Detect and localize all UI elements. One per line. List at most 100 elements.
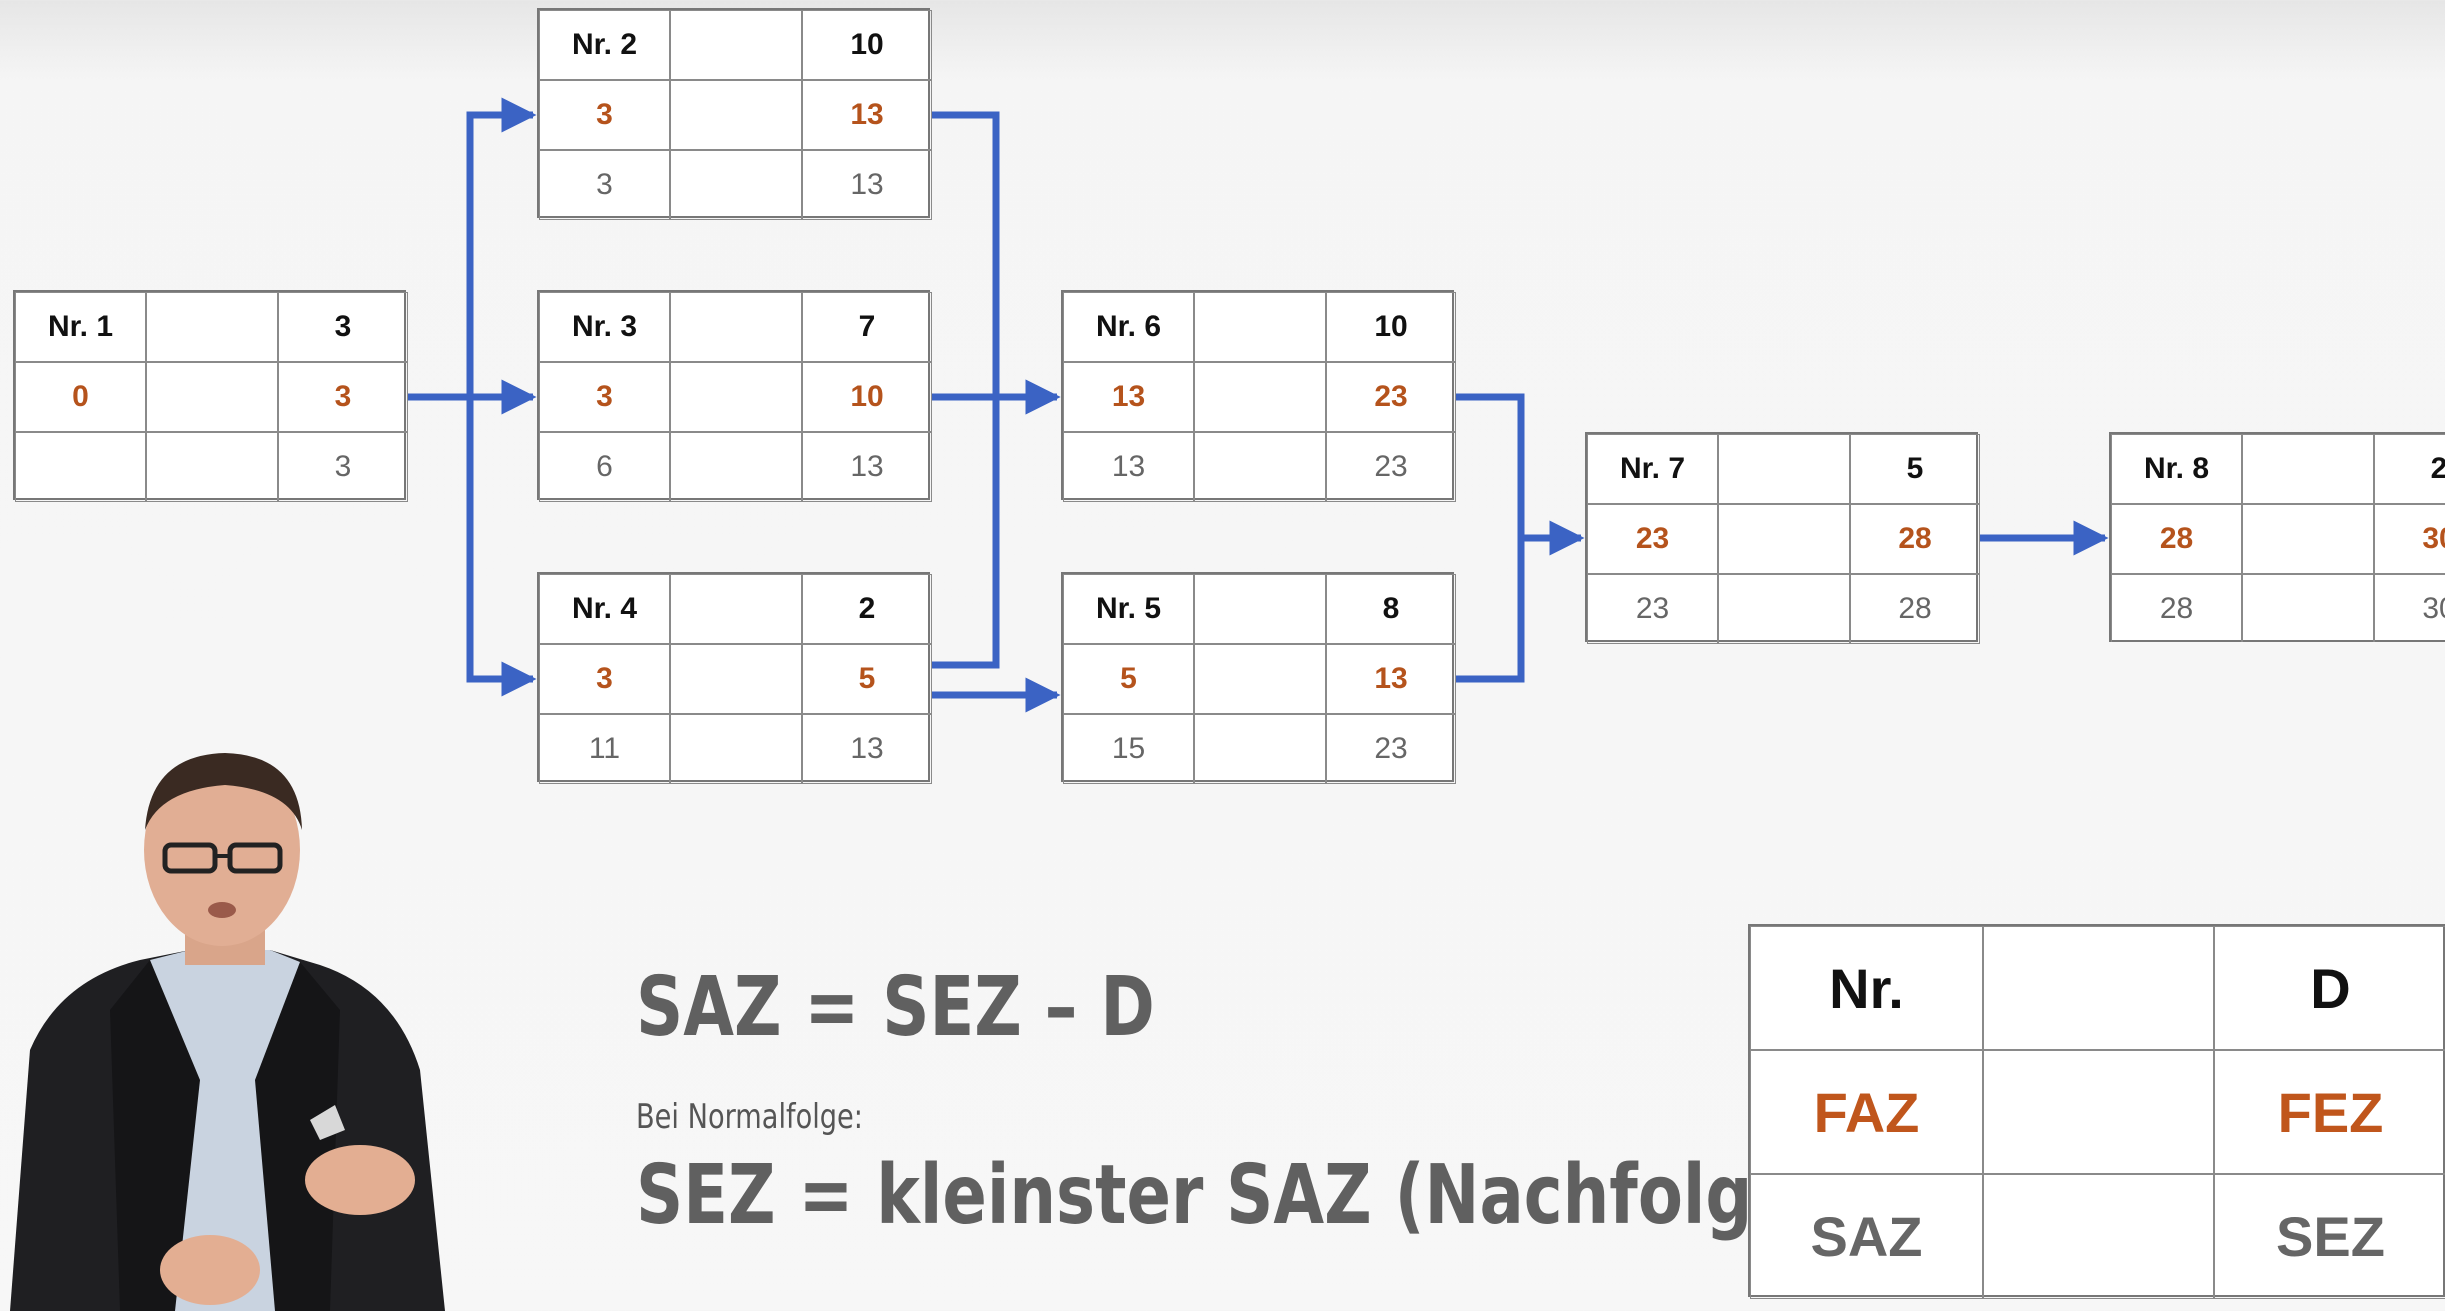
node-empty <box>1718 504 1850 574</box>
edge-4-6 <box>932 397 1000 669</box>
node-sez: 13 <box>802 714 932 784</box>
node-empty <box>146 362 278 432</box>
node-saz: 6 <box>539 432 670 502</box>
node-2: Nr. 2 10 3 13 3 13 <box>537 8 932 220</box>
node-sez: 13 <box>802 432 932 502</box>
node-1: Nr. 1 3 0 3 3 <box>13 290 408 502</box>
node-name <box>1718 434 1850 504</box>
node-duration: 2 <box>802 574 932 644</box>
node-empty <box>670 80 802 150</box>
node-duration: 2 <box>2374 434 2445 504</box>
node-name <box>670 574 802 644</box>
legend-fez: FEZ <box>2214 1050 2445 1174</box>
node-sez: 23 <box>1326 714 1456 784</box>
node-saz: 23 <box>1587 574 1718 644</box>
node-fez: 13 <box>1326 644 1456 714</box>
node-faz: 3 <box>539 644 670 714</box>
node-nr: Nr. 8 <box>2111 434 2242 504</box>
node-fez: 5 <box>802 644 932 714</box>
edge-1-4 <box>466 397 537 697</box>
node-empty <box>1194 714 1326 784</box>
node-duration: 3 <box>278 292 408 362</box>
node-saz: 11 <box>539 714 670 784</box>
node-saz <box>15 432 146 502</box>
edge-5-7 <box>1456 538 1525 683</box>
node-duration: 10 <box>802 10 932 80</box>
node-nr: Nr. 6 <box>1063 292 1194 362</box>
node-name <box>1194 292 1326 362</box>
node-5: Nr. 5 8 5 13 15 23 <box>1061 572 1456 784</box>
node-name <box>2242 434 2374 504</box>
legend-nr: Nr. <box>1750 926 1983 1050</box>
node-empty <box>670 714 802 784</box>
node-duration: 5 <box>1850 434 1980 504</box>
node-fez: 28 <box>1850 504 1980 574</box>
node-faz: 3 <box>539 362 670 432</box>
node-saz: 15 <box>1063 714 1194 784</box>
node-empty <box>1194 432 1326 502</box>
node-nr: Nr. 4 <box>539 574 670 644</box>
node-fez: 23 <box>1326 362 1456 432</box>
node-empty <box>2242 574 2374 642</box>
node-sez: 3 <box>278 432 408 502</box>
node-saz: 13 <box>1063 432 1194 502</box>
node-sez: 30 <box>2374 574 2445 642</box>
node-4: Nr. 4 2 3 5 11 13 <box>537 572 932 784</box>
node-nr: Nr. 2 <box>539 10 670 80</box>
node-empty <box>2242 504 2374 574</box>
node-faz: 23 <box>1587 504 1718 574</box>
node-name <box>670 10 802 80</box>
node-saz: 28 <box>2111 574 2242 642</box>
node-empty <box>1194 644 1326 714</box>
legend-sez: SEZ <box>2214 1174 2445 1299</box>
node-fez: 13 <box>802 80 932 150</box>
node-6: Nr. 6 10 13 23 13 23 <box>1061 290 1456 502</box>
node-nr: Nr. 3 <box>539 292 670 362</box>
node-faz: 5 <box>1063 644 1194 714</box>
node-8-clip: Nr. 8 2 28 30 28 30 <box>2109 432 2445 642</box>
node-fez: 3 <box>278 362 408 432</box>
node-duration: 7 <box>802 292 932 362</box>
node-empty <box>1194 362 1326 432</box>
edge-2-6 <box>932 111 1061 415</box>
node-nr: Nr. 5 <box>1063 574 1194 644</box>
node-empty <box>670 432 802 502</box>
presenter-image <box>10 753 445 1311</box>
node-name <box>670 292 802 362</box>
node-8: Nr. 8 2 28 30 28 30 <box>2109 432 2445 642</box>
node-name <box>146 292 278 362</box>
node-saz: 3 <box>539 150 670 220</box>
legend-empty <box>1983 926 2214 1050</box>
node-empty <box>1718 574 1850 644</box>
node-7: Nr. 7 5 23 28 23 28 <box>1585 432 1980 644</box>
node-faz: 28 <box>2111 504 2242 574</box>
node-sez: 28 <box>1850 574 1980 644</box>
formula-saz: SAZ = SEZ – D <box>636 960 1155 1055</box>
node-faz: 3 <box>539 80 670 150</box>
node-nr: Nr. 7 <box>1587 434 1718 504</box>
legend-empty <box>1983 1174 2214 1299</box>
node-empty <box>670 362 802 432</box>
edge-1-2 <box>408 97 537 401</box>
node-name <box>1194 574 1326 644</box>
node-sez: 23 <box>1326 432 1456 502</box>
node-nr: Nr. 1 <box>15 292 146 362</box>
node-faz: 13 <box>1063 362 1194 432</box>
legend-empty <box>1983 1050 2214 1174</box>
node-duration: 10 <box>1326 292 1456 362</box>
node-fez: 30 <box>2374 504 2445 574</box>
legend-saz: SAZ <box>1750 1174 1983 1299</box>
node-legend: Nr. D FAZ FEZ SAZ SEZ <box>1748 924 2445 1299</box>
node-empty <box>670 644 802 714</box>
node-empty <box>146 432 278 502</box>
node-duration: 8 <box>1326 574 1456 644</box>
normalfolge-label: Bei Normalfolge: <box>636 1097 863 1137</box>
node-sez: 13 <box>802 150 932 220</box>
edge-6-7 <box>1456 393 1585 556</box>
legend-d: D <box>2214 926 2445 1050</box>
node-fez: 10 <box>802 362 932 432</box>
node-empty <box>670 150 802 220</box>
legend-faz: FAZ <box>1750 1050 1983 1174</box>
node-3: Nr. 3 7 3 10 6 13 <box>537 290 932 502</box>
